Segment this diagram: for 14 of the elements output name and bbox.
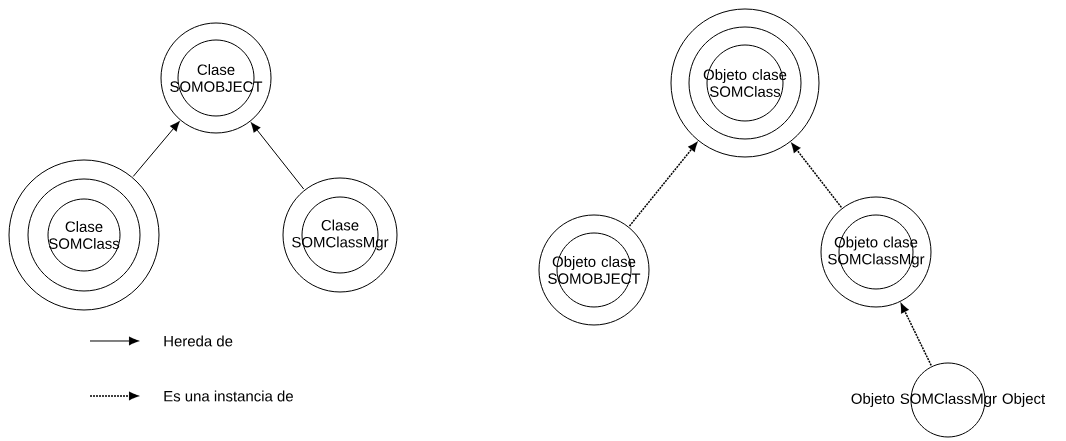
concentric-circle-node: Objeto clase SOMOBJECT [538,214,650,326]
arrow [790,142,843,209]
concentric-circle-node: Objeto SOMClassMgr Object [851,362,1046,438]
arrow [250,121,305,190]
concentric-circle-node: Clase SOMClassMgr [282,177,398,293]
legend-text: Hereda de [164,335,233,347]
arrow [900,302,932,367]
concentric-circle-node: Clase SOMClass [8,159,160,311]
concentric-circle-node: Clase SOMOBJECT [160,22,272,134]
arrow [628,141,699,227]
arrow [132,120,181,177]
legend-text: Es una instancia de [164,390,293,402]
concentric-circle-node: Objeto clase SOMClass [670,8,820,158]
concentric-circle-node: Objeto clase SOMClassMgr [820,196,932,308]
